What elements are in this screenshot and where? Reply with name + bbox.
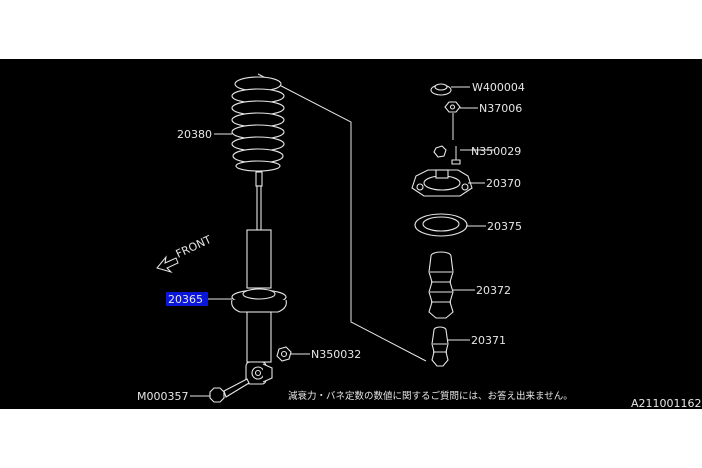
front-direction-arrow [156,255,179,274]
strut-mount[interactable] [411,169,473,197]
spring-seat[interactable] [414,213,468,237]
label-coil-spring[interactable]: 20380 [177,128,212,141]
label-strut-mount[interactable]: 20370 [486,177,521,190]
label-mount-cap[interactable]: W400004 [472,81,525,94]
self-lock-nut[interactable] [444,101,461,113]
coil-spring[interactable] [231,76,285,172]
strut-bolt[interactable] [209,378,250,403]
mount-cap[interactable] [430,83,452,96]
label-strut-bolt[interactable]: M000357 [137,390,188,403]
label-mount-nut[interactable]: N350029 [471,145,521,158]
label-bump-stopper[interactable]: 20371 [471,334,506,347]
label-strut[interactable]: 20365 [168,293,203,306]
mount-nut[interactable] [433,145,461,165]
label-strut-bolt-nut[interactable]: N350032 [311,348,361,361]
strut-assembly[interactable] [231,171,287,385]
dust-boot[interactable] [428,251,454,319]
label-self-lock-nut[interactable]: N37006 [479,102,522,115]
diagram-code: A211001162 [631,397,702,410]
label-spring-seat[interactable]: 20375 [487,220,522,233]
disclaimer-note: 減衰力・バネ定数の数値に関するご質問には、お答え出来ません。 [288,390,573,402]
label-dust-boot[interactable]: 20372 [476,284,511,297]
strut-bolt-nut[interactable] [276,346,292,362]
selected-part-highlight [166,292,208,306]
assembly-bracket [257,73,427,362]
bump-stopper[interactable] [431,326,449,367]
